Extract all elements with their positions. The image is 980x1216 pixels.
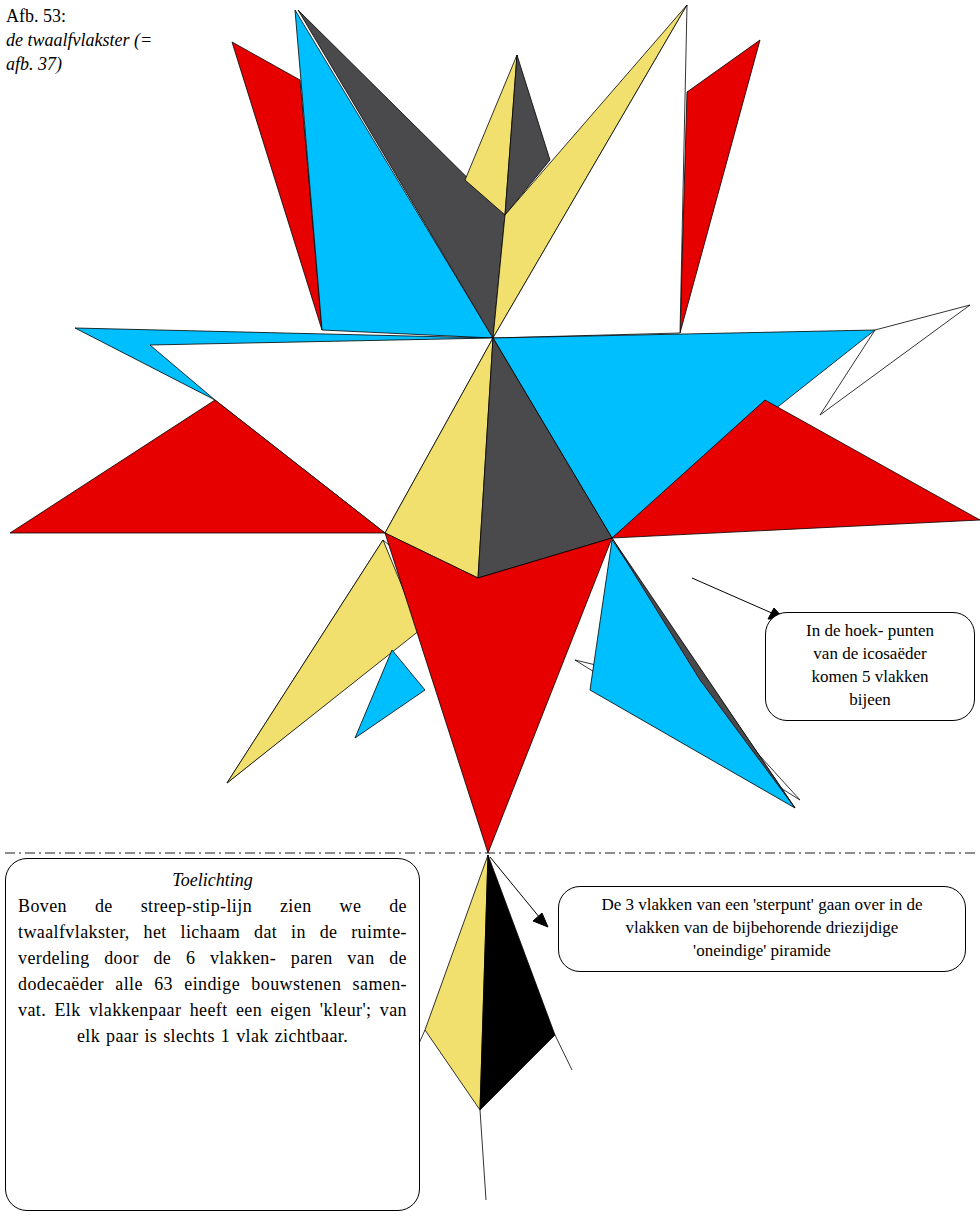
star-face <box>355 650 425 738</box>
star-face <box>493 5 687 338</box>
star-face <box>493 5 687 338</box>
callout-box: De 3 vlakken van een 'sterpunt' gaan ove… <box>558 886 966 972</box>
star-face <box>612 400 980 538</box>
figure-subtitle: de twaalfvlakster (= afb. 37) <box>6 28 166 76</box>
star-face <box>385 533 612 853</box>
box-text: De 3 vlakken van een 'sterpunt' gaan ove… <box>599 893 925 962</box>
leader-line <box>692 578 774 614</box>
star-face <box>10 400 385 533</box>
callout-box: In de hoek- punten van de icosaëder kome… <box>765 612 975 721</box>
figure-title: Afb. 53: <box>6 4 66 28</box>
pyramid-edges <box>408 1030 572 1200</box>
box-text: In de hoek- punten van de icosaëder kome… <box>802 619 938 711</box>
leader-lines <box>490 578 784 927</box>
pyramid-face <box>425 855 488 1110</box>
star-face <box>478 338 612 578</box>
star-face <box>680 40 760 333</box>
explanation-box: ToelichtingBoven de streep-stip-lijn zie… <box>5 858 420 1211</box>
pyramid-edge <box>480 1110 486 1200</box>
white-arrow <box>625 546 690 575</box>
pyramid-edge <box>555 1035 572 1070</box>
dash-dot-line <box>5 853 975 854</box>
box-text: Boven de streep-stip-lijn zien we de twa… <box>18 893 407 1049</box>
star-face <box>820 305 970 415</box>
leader-line <box>490 857 540 918</box>
arrow-head <box>533 913 548 927</box>
box-heading: Toelichting <box>18 867 407 893</box>
pyramid-face <box>480 855 555 1110</box>
